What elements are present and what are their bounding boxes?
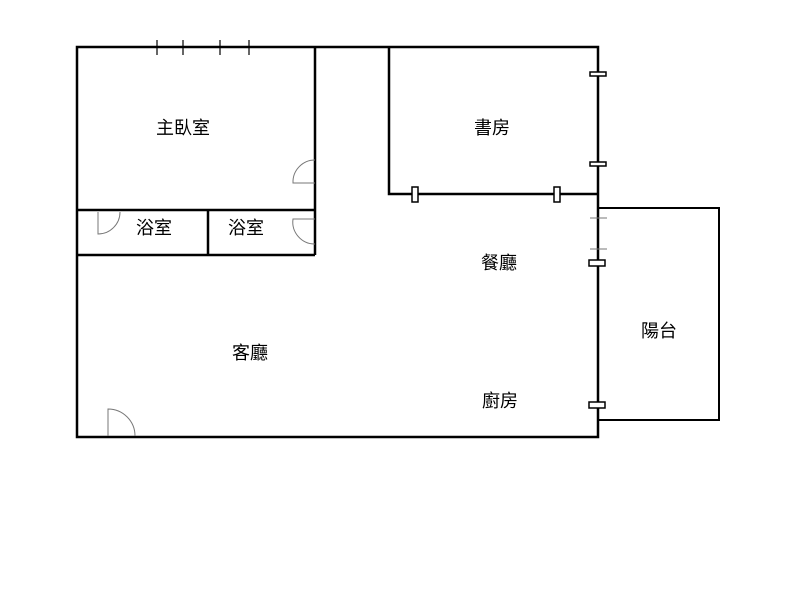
room-labels: 主臥室 浴室 浴室 書房 餐廳 客廳 廚房 陽台 xyxy=(136,118,677,412)
balcony-wall xyxy=(598,207,720,421)
room-label-bathroom-1: 浴室 xyxy=(136,218,172,239)
room-label-bathroom-2: 浴室 xyxy=(228,218,264,239)
window-top-1 xyxy=(156,40,184,55)
walls xyxy=(75,45,720,439)
window-study-door-1 xyxy=(411,186,419,203)
door-bathroom-2 xyxy=(292,218,316,245)
room-label-balcony: 陽台 xyxy=(641,321,677,342)
doors xyxy=(97,159,316,437)
room-label-kitchen: 廚房 xyxy=(482,390,518,412)
window-study-1 xyxy=(589,71,607,77)
window-dining xyxy=(588,259,606,267)
room-label-study: 書房 xyxy=(474,118,510,139)
door-master-bedroom xyxy=(292,159,316,184)
window-top-2 xyxy=(219,40,250,55)
room-label-master-bedroom: 主臥室 xyxy=(156,118,210,139)
room-label-living-room: 客廳 xyxy=(232,343,268,364)
sliding-door-dining xyxy=(590,217,607,250)
door-bathroom-1 xyxy=(97,211,121,235)
outer-wall xyxy=(75,45,600,439)
study-wall xyxy=(387,47,598,196)
window-study-2 xyxy=(589,161,607,167)
window-kitchen xyxy=(588,401,606,409)
door-entrance xyxy=(107,408,136,437)
room-label-dining-room: 餐廳 xyxy=(481,253,517,274)
window-study-door-2 xyxy=(553,186,561,203)
windows xyxy=(156,40,607,409)
